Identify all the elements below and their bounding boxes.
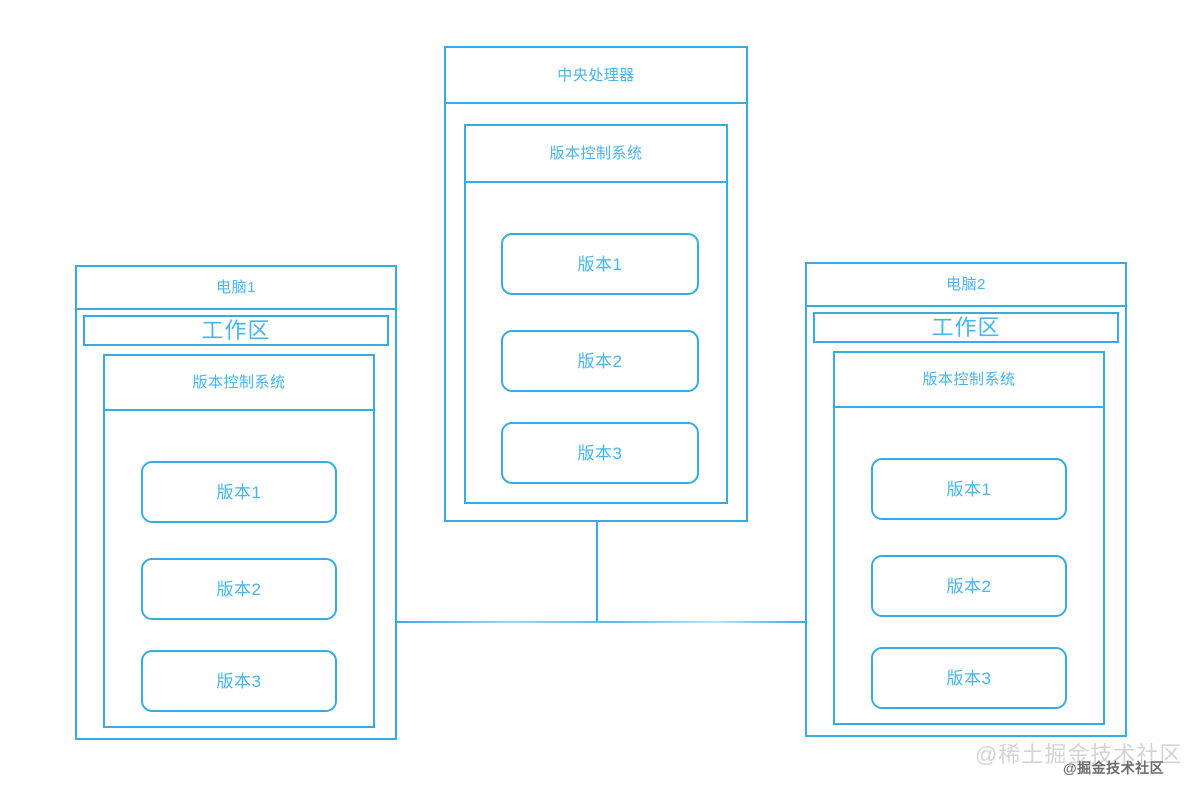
- computer1-version-1[interactable]: 版本1: [141, 461, 337, 523]
- central-server-header: 中央处理器: [446, 48, 746, 104]
- computer1-version-3-label: 版本3: [216, 671, 262, 691]
- computer1-title: 电脑1: [216, 279, 256, 296]
- computer2-vcs-title: 版本控制系统: [922, 371, 1016, 388]
- computer1-vcs-header: 版本控制系统: [105, 356, 373, 411]
- computer1-version-1-label: 版本1: [216, 482, 262, 502]
- computer1-version-3[interactable]: 版本3: [141, 650, 337, 712]
- computer1-vcs-title: 版本控制系统: [192, 374, 286, 391]
- central-version-2-label: 版本2: [577, 351, 623, 371]
- computer2-vcs-header: 版本控制系统: [835, 353, 1103, 408]
- computer2-workspace-box[interactable]: 工作区: [813, 312, 1119, 343]
- computer1-workspace-box[interactable]: 工作区: [83, 315, 389, 346]
- central-version-3[interactable]: 版本3: [501, 422, 699, 484]
- computer2-version-3[interactable]: 版本3: [871, 647, 1067, 709]
- central-vcs-header: 版本控制系统: [466, 126, 726, 183]
- central-vcs-title: 版本控制系统: [549, 145, 643, 162]
- watermark-primary: @稀土掘金技术社区: [975, 742, 1183, 767]
- central-server-title: 中央处理器: [557, 66, 635, 84]
- connector-bus-horizontal: [396, 621, 806, 623]
- computer2-title: 电脑2: [946, 276, 986, 293]
- connector-central-to-bus: [596, 521, 598, 622]
- computer1-header: 电脑1: [77, 267, 395, 310]
- computer2-version-1-label: 版本1: [946, 479, 992, 499]
- computer1-version-2-label: 版本2: [216, 579, 262, 599]
- central-version-1[interactable]: 版本1: [501, 233, 699, 295]
- central-version-3-label: 版本3: [577, 443, 623, 463]
- computer2-version-2-label: 版本2: [946, 576, 992, 596]
- computer2-version-1[interactable]: 版本1: [871, 458, 1067, 520]
- computer2-header: 电脑2: [807, 264, 1125, 307]
- central-version-2[interactable]: 版本2: [501, 330, 699, 392]
- watermark-secondary: @掘金技术社区: [1063, 760, 1165, 776]
- central-version-1-label: 版本1: [577, 254, 623, 274]
- computer2-workspace-label: 工作区: [931, 314, 1001, 340]
- computer2-version-2[interactable]: 版本2: [871, 555, 1067, 617]
- computer1-workspace-label: 工作区: [201, 317, 271, 343]
- computer1-version-2[interactable]: 版本2: [141, 558, 337, 620]
- computer2-version-3-label: 版本3: [946, 668, 992, 688]
